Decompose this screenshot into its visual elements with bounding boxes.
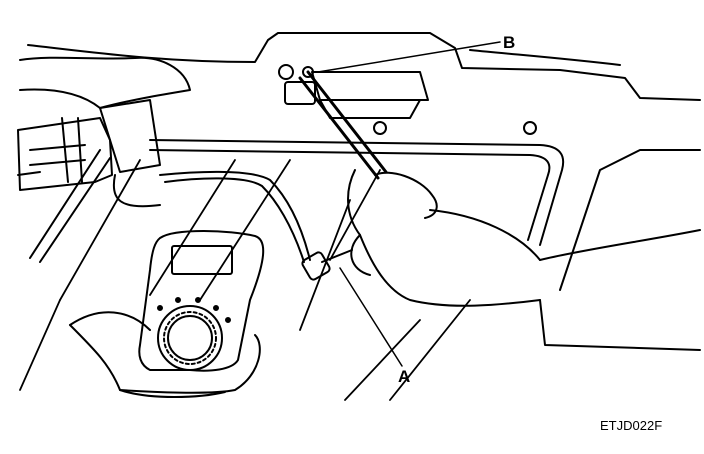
left-hand: [19, 56, 191, 109]
roof-panel-outline: [27, 32, 701, 291]
roof-ribs: [19, 159, 471, 401]
callout-a: A: [398, 367, 411, 386]
probe-lead: [112, 170, 353, 281]
figure-code: ETJD022F: [600, 418, 663, 433]
multimeter: [138, 230, 265, 372]
sunroof-frame: [29, 139, 565, 263]
lower-left-hand: [69, 311, 261, 398]
leader-lines: [317, 41, 501, 367]
connector-module: [17, 99, 161, 191]
test-probe: [298, 70, 388, 180]
right-hand: [347, 169, 701, 351]
callout-b: B: [503, 33, 516, 52]
